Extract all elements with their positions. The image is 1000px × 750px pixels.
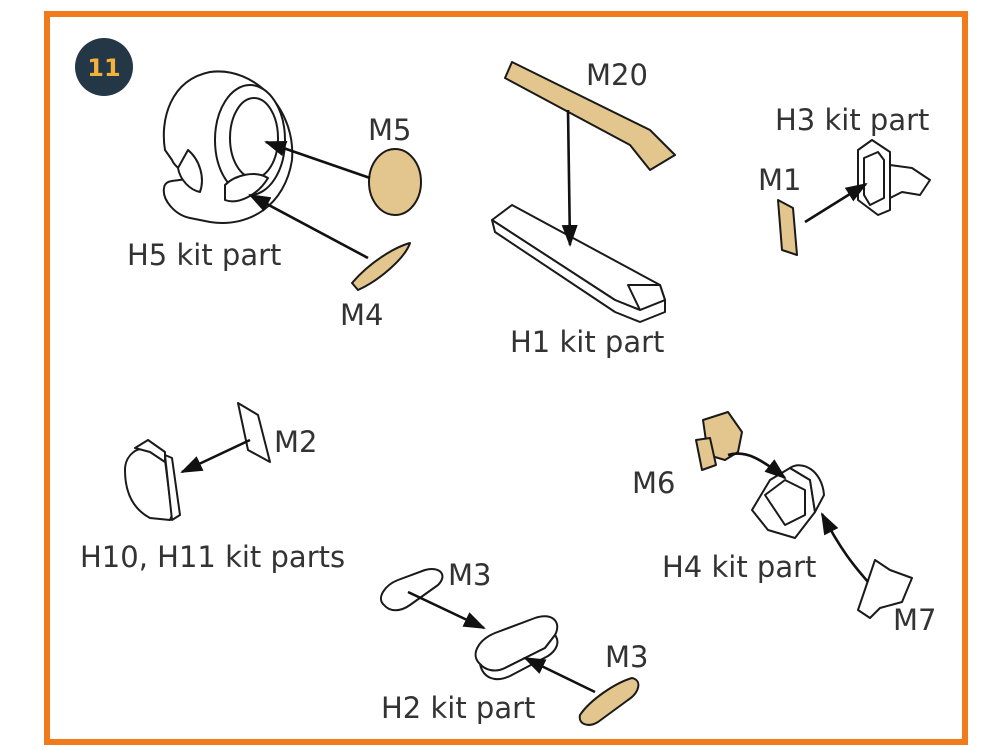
m1-arrow xyxy=(804,182,868,224)
m2-arrow xyxy=(180,438,251,474)
m1-part xyxy=(777,199,798,256)
m20-arrow xyxy=(561,109,578,247)
h3-label: H3 kit part xyxy=(775,103,929,137)
m2-label: M2 xyxy=(274,425,317,459)
m3-bottom-label: M3 xyxy=(605,640,648,674)
m3-top-arrow xyxy=(407,590,486,630)
h4-label: H4 kit part xyxy=(662,550,816,584)
m6-part xyxy=(695,411,743,471)
m7-label: M7 xyxy=(893,603,936,637)
m3-bottom-arrow xyxy=(523,656,596,694)
m1-label: M1 xyxy=(758,163,801,197)
m6-arrow xyxy=(727,452,787,480)
m2-part xyxy=(237,402,271,463)
m4-part xyxy=(351,242,411,291)
m20-part xyxy=(504,61,676,171)
m7-arrow xyxy=(820,512,870,583)
h2-label: H2 kit part xyxy=(381,691,535,725)
h1-label: H1 kit part xyxy=(510,325,664,359)
h5-part xyxy=(162,70,294,224)
m5-label: M5 xyxy=(368,113,411,147)
m4-label: M4 xyxy=(340,298,383,332)
step-badge: 11 xyxy=(75,38,133,96)
m5-arrow xyxy=(264,140,371,180)
m4-arrow xyxy=(248,193,369,260)
h1-part xyxy=(491,204,666,323)
h10-h11-part xyxy=(124,439,181,521)
step-number: 11 xyxy=(87,54,120,82)
m6-label: M6 xyxy=(632,466,675,500)
h5-label: H5 kit part xyxy=(127,238,281,272)
m3-top-label: M3 xyxy=(448,558,491,592)
m7-part xyxy=(857,559,913,619)
m3-bottom-part xyxy=(578,677,640,726)
m20-label: M20 xyxy=(586,58,648,92)
m3-top-part xyxy=(379,568,444,612)
h2-part xyxy=(474,615,559,681)
h10-h11-label: H10, H11 kit parts xyxy=(80,540,345,574)
m5-part xyxy=(368,148,422,216)
